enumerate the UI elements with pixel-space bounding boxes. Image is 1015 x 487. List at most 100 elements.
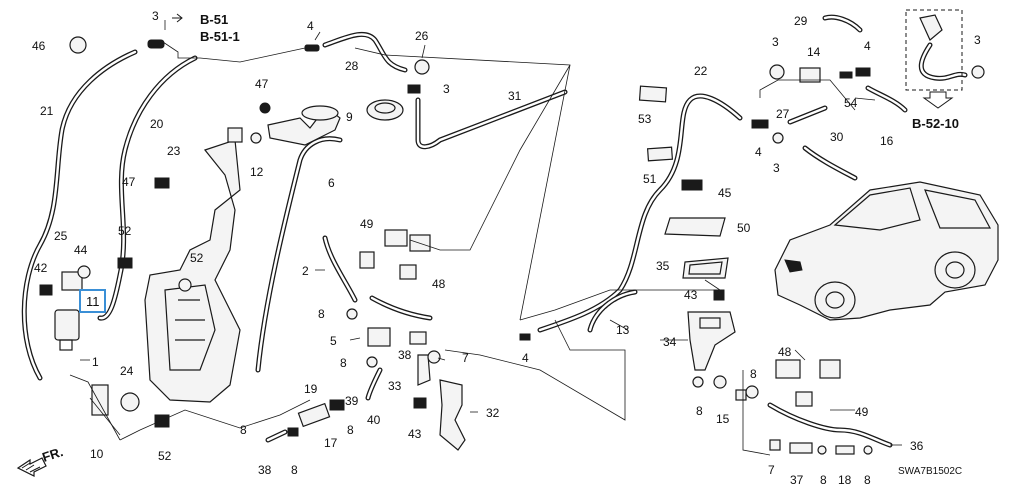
hose-6 <box>255 136 343 373</box>
hose-30 <box>802 145 858 181</box>
part-label-21: 21 <box>40 104 54 118</box>
part-label-8: 8 <box>696 404 703 418</box>
ref-b51[interactable]: B-51 <box>200 12 228 27</box>
part-label-4: 4 <box>522 351 529 365</box>
part-label-8: 8 <box>820 473 827 487</box>
part-label-15: 15 <box>716 412 730 426</box>
part-labels: 3 46 4 26 28 3 47 9 31 21 20 23 12 6 47 … <box>32 9 981 487</box>
part-label-50: 50 <box>737 221 751 235</box>
part-label-43: 43 <box>684 288 698 302</box>
part-label-49: 49 <box>360 217 374 231</box>
part-label-19: 19 <box>304 382 318 396</box>
part-label-6: 6 <box>328 176 335 190</box>
part-label-1: 1 <box>92 355 99 369</box>
ref-b51-1[interactable]: B-51-1 <box>200 29 240 44</box>
part-label-34: 34 <box>663 335 677 349</box>
hose-22 <box>537 93 743 333</box>
part-label-8: 8 <box>340 356 347 370</box>
hose-2b <box>369 295 433 321</box>
part-label-48: 48 <box>432 277 446 291</box>
hose-28 <box>322 31 408 73</box>
hose-21 <box>21 49 138 381</box>
part-label-33: 33 <box>388 379 402 393</box>
arrow-b51 <box>172 13 183 23</box>
part-label-9: 9 <box>346 110 353 124</box>
part-label-32: 32 <box>486 406 500 420</box>
part-label-54: 54 <box>844 96 858 110</box>
inset-hose <box>918 42 968 81</box>
part-label-5: 5 <box>330 334 337 348</box>
part-label-4: 4 <box>307 19 314 33</box>
part-label-3: 3 <box>772 35 779 49</box>
part-label-8: 8 <box>864 473 871 487</box>
part-label-52: 52 <box>158 449 172 463</box>
part-label-3: 3 <box>443 82 450 96</box>
part-label-16: 16 <box>880 134 894 148</box>
inset-box <box>905 9 963 91</box>
part-label-8: 8 <box>318 307 325 321</box>
washer-reservoir <box>144 127 243 403</box>
part-label-48: 48 <box>778 345 792 359</box>
part-label-26: 26 <box>415 29 429 43</box>
part-label-39: 39 <box>345 394 359 408</box>
part-label-18: 18 <box>838 473 852 487</box>
pad-50 <box>664 217 726 237</box>
part-label-7: 7 <box>768 463 775 477</box>
part-label-24: 24 <box>120 364 134 378</box>
part-label-49: 49 <box>855 405 869 419</box>
part-label-2: 2 <box>302 264 309 278</box>
part-label-42: 42 <box>34 261 48 275</box>
small-fittings <box>39 14 985 455</box>
part-label-35: 35 <box>656 259 670 273</box>
hose-13 <box>587 289 638 333</box>
part-label-11: 11 <box>86 294 100 309</box>
part-label-44: 44 <box>74 243 88 257</box>
hose-36 <box>767 402 893 448</box>
hose-31 <box>415 89 568 150</box>
reservoir-cap <box>366 99 404 121</box>
part-label-51: 51 <box>643 172 657 186</box>
part-label-29: 29 <box>794 14 808 28</box>
part-label-25: 25 <box>54 229 68 243</box>
part-label-7: 7 <box>462 351 469 365</box>
hose-29 <box>822 14 863 33</box>
part-label-53: 53 <box>638 112 652 126</box>
washer-nozzle-34 <box>687 311 736 371</box>
washer-pump <box>54 309 80 351</box>
hose-33 <box>365 367 383 401</box>
part-label-40: 40 <box>367 413 381 427</box>
leader-lines <box>69 20 902 456</box>
part-label-14: 14 <box>807 45 821 59</box>
part-label-37: 37 <box>790 473 804 487</box>
part-label-4: 4 <box>755 145 762 159</box>
highlight-box-part-11 <box>79 289 106 313</box>
hose-2 <box>322 235 358 303</box>
seal-35 <box>682 257 729 279</box>
part-label-43: 43 <box>408 427 422 441</box>
part-label-38: 38 <box>398 348 412 362</box>
washer-nozzle-32 <box>439 379 466 451</box>
part-label-8: 8 <box>291 463 298 477</box>
ref-b52-10[interactable]: B-52-10 <box>912 116 959 131</box>
part-label-47: 47 <box>255 77 269 91</box>
part-label-10: 10 <box>90 447 104 461</box>
part-label-30: 30 <box>830 130 844 144</box>
part-label-47: 47 <box>122 175 136 189</box>
part-label-8: 8 <box>240 423 247 437</box>
part-label-3: 3 <box>773 161 780 175</box>
part-label-12: 12 <box>250 165 264 179</box>
filler-neck <box>267 105 341 146</box>
front-arrow <box>16 457 47 477</box>
pad-53 <box>638 85 668 103</box>
hose-20 <box>97 55 198 321</box>
part-label-38: 38 <box>258 463 272 477</box>
part-label-46: 46 <box>32 39 46 53</box>
pad-51 <box>646 146 674 162</box>
part-label-8: 8 <box>750 367 757 381</box>
part-label-4: 4 <box>864 39 871 53</box>
part-label-8: 8 <box>347 423 354 437</box>
arrow-b52-10 <box>922 91 954 109</box>
diagram-code: SWA7B1502C <box>898 466 962 477</box>
part-label-3: 3 <box>152 9 159 23</box>
